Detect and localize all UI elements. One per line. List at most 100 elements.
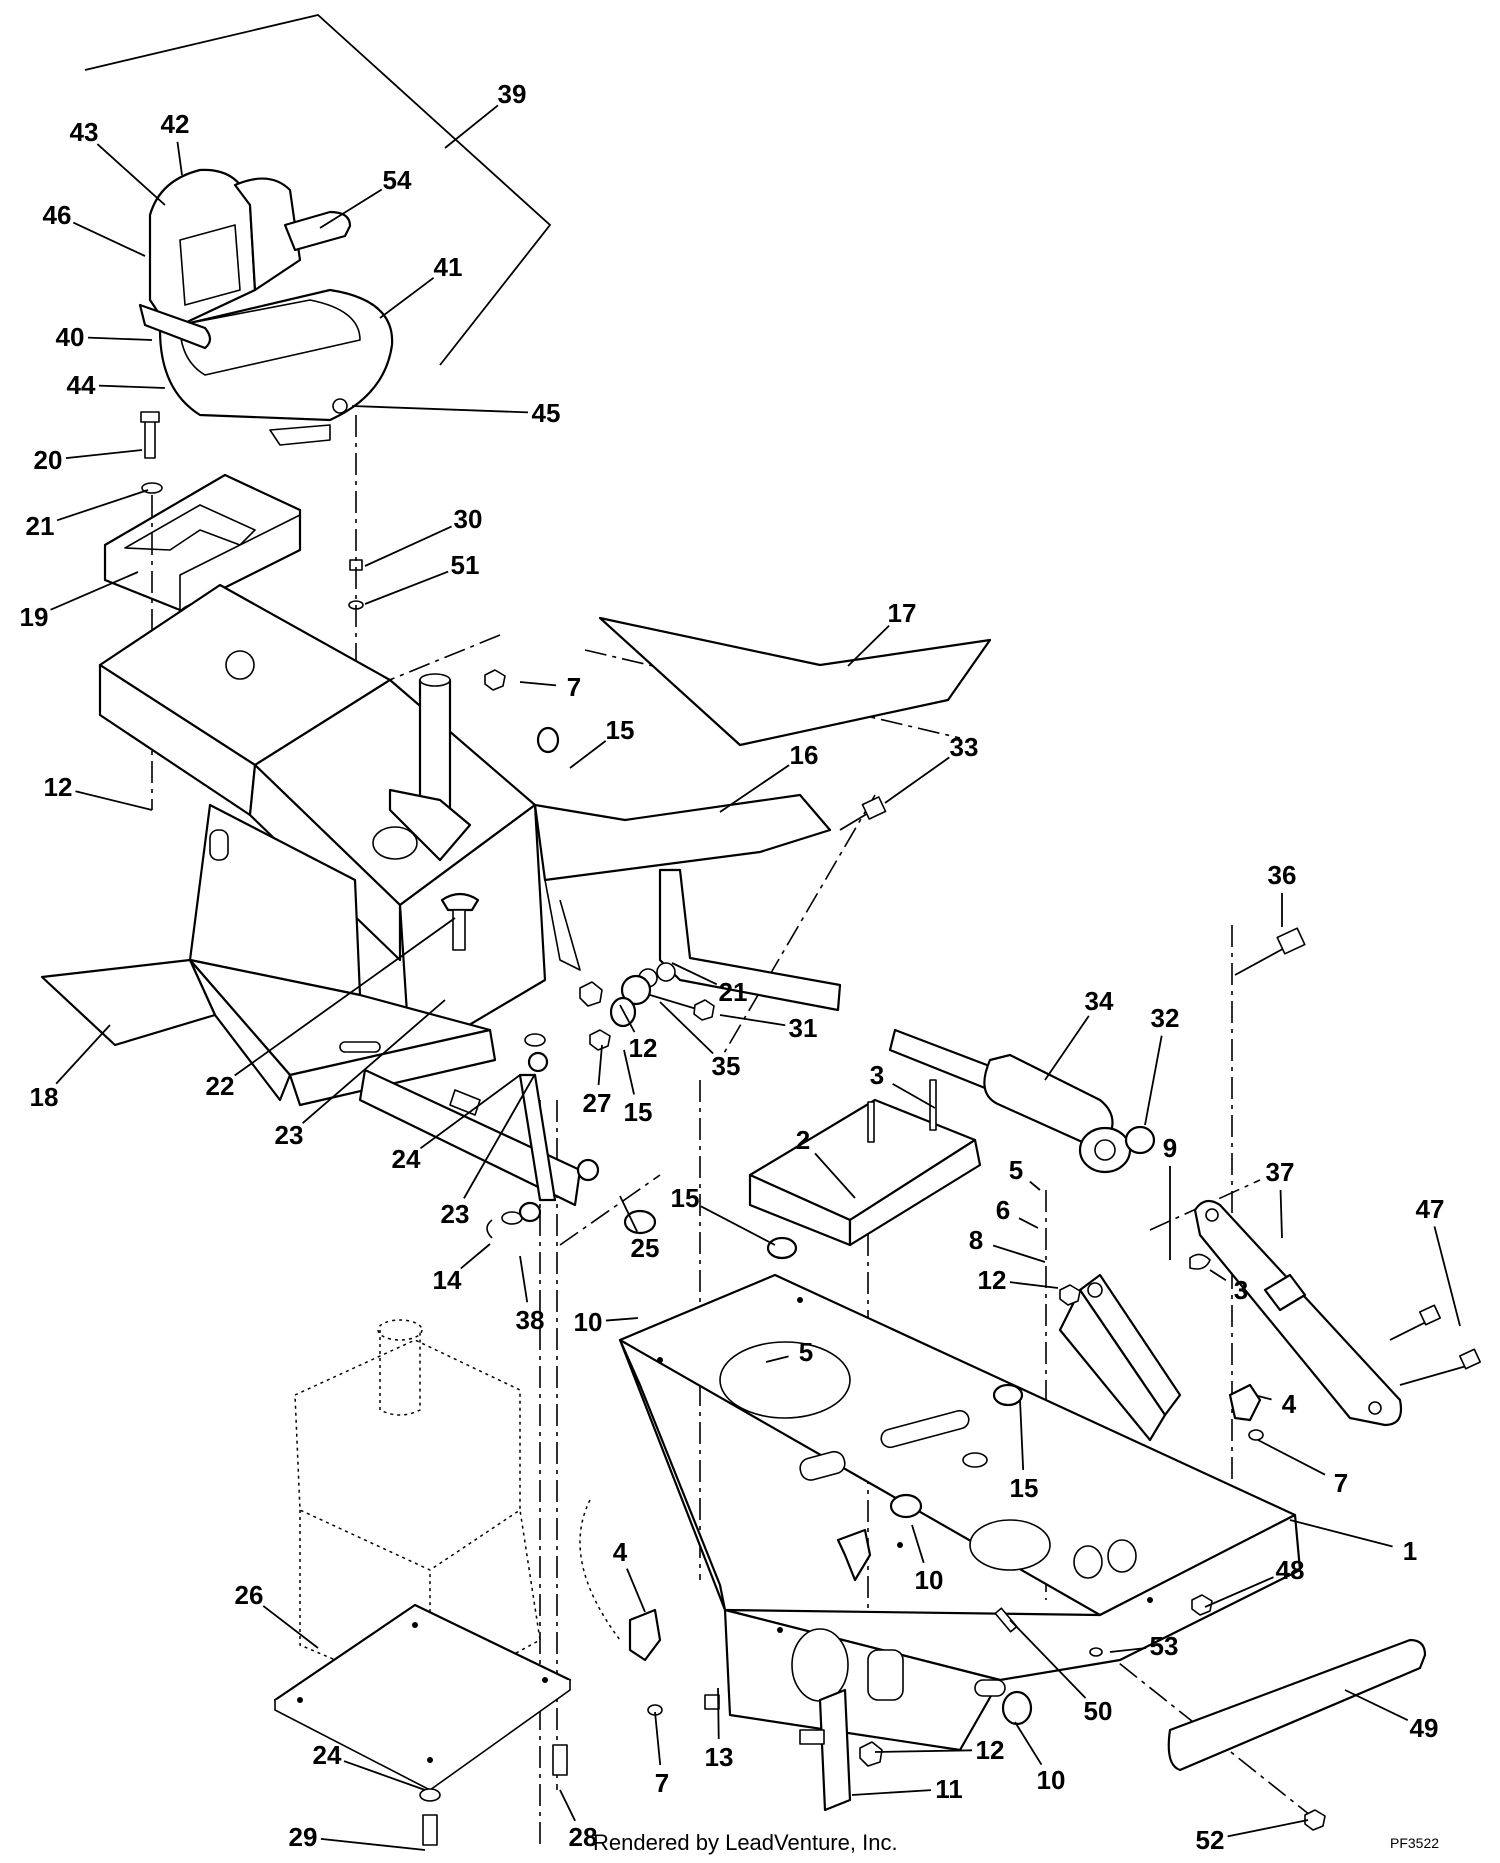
callout-c53: 53 (1109, 1631, 1179, 1661)
callout-leader (597, 1044, 603, 1086)
callout-label: 47 (1416, 1194, 1445, 1224)
callout-c10c: 10 (1014, 1721, 1065, 1795)
callout-leader (605, 1317, 639, 1322)
callout-c10b: 10 (911, 1524, 943, 1595)
callout-leader (343, 1760, 426, 1791)
callout-label: 23 (275, 1120, 304, 1150)
callout-label: 33 (950, 732, 979, 762)
cylinder-34 (888, 1028, 1156, 1174)
callout-leader (1018, 1217, 1039, 1229)
footrest-frame (188, 803, 497, 1107)
callout-label: 13 (705, 1742, 734, 1772)
bolt-36 (1234, 927, 1306, 976)
callout-leader (519, 681, 557, 687)
callout-label: 15 (1010, 1473, 1039, 1503)
callout-leader (75, 790, 153, 811)
callout-leader (719, 764, 790, 813)
callout-label: 15 (671, 1183, 700, 1213)
callout-leader (379, 277, 435, 319)
callout-label: 22 (206, 1071, 235, 1101)
callout-label: 53 (1150, 1631, 1179, 1661)
callout-c15d: 15 (1010, 1399, 1039, 1503)
callout-c2: 2 (796, 1125, 856, 1199)
callout-leader (911, 1524, 925, 1564)
callout-leader (851, 1789, 932, 1796)
bracket-11 (799, 1688, 883, 1812)
callout-c52: 52 (1196, 1819, 1309, 1855)
callout-leader (176, 141, 183, 176)
upper-frame (98, 583, 547, 1062)
callout-leader (234, 917, 456, 1077)
callout-c26: 26 (235, 1580, 319, 1649)
lower-bracket (358, 1068, 600, 1239)
callout-leader (874, 1749, 973, 1753)
callout-label: 27 (583, 1088, 612, 1118)
callout-leader (1009, 1281, 1059, 1289)
callout-label: 38 (516, 1305, 545, 1335)
callout-c48: 48 (1204, 1555, 1304, 1608)
callout-label: 7 (567, 672, 581, 702)
callout-leader (623, 1049, 635, 1095)
callout-leader (1227, 1819, 1309, 1838)
hardware-cluster (484, 669, 715, 1073)
callout-label: 39 (498, 79, 527, 109)
callout-label: 49 (1410, 1713, 1439, 1743)
callout-label: 42 (161, 109, 190, 139)
callout-label: 32 (1151, 1003, 1180, 1033)
bolt-33 (839, 796, 887, 831)
callout-leader (659, 1001, 714, 1055)
callout-c15a: 15 (569, 715, 634, 769)
callout-label: 5 (799, 1337, 813, 1367)
seat-plate-19 (103, 473, 302, 612)
callout-c21a: 21 (26, 489, 149, 541)
callout-label: 5 (1009, 1155, 1023, 1185)
callout-leader (619, 1004, 636, 1033)
callout-c35: 35 (659, 1001, 740, 1081)
callout-label: 12 (976, 1735, 1005, 1765)
callout-label: 7 (655, 1768, 669, 1798)
callout-c12d: 12 (874, 1735, 1005, 1765)
callout-leader (519, 1255, 529, 1303)
main-chassis-1 (618, 1273, 1302, 1752)
callout-label: 36 (1268, 860, 1297, 890)
callout-label: 21 (719, 977, 748, 1007)
bolt-20 (140, 411, 163, 494)
callout-leader (262, 1605, 319, 1649)
callout-label: 37 (1266, 1157, 1295, 1187)
callout-label: 12 (978, 1265, 1007, 1295)
callout-label: 26 (235, 1580, 264, 1610)
callout-c15c: 15 (671, 1183, 776, 1246)
chassis-hardware (623, 1209, 1264, 1726)
callout-leader (364, 570, 449, 605)
bracket-2 (748, 1079, 982, 1247)
callout-label: 52 (1196, 1825, 1225, 1855)
callout-c20: 20 (34, 445, 143, 475)
callout-leader (847, 624, 890, 667)
callout-leader (364, 525, 452, 567)
callout-label: 7 (1334, 1468, 1348, 1498)
callout-c50: 50 (1009, 1619, 1112, 1726)
callout-c15b: 15 (623, 1049, 652, 1127)
seat-assembly-bracket (84, 14, 552, 366)
callout-leader (1209, 1269, 1227, 1281)
callout-leader (1029, 1180, 1041, 1191)
callout-leader (302, 999, 446, 1124)
callout-c7a: 7 (519, 672, 581, 702)
callout-leader (56, 489, 149, 522)
callout-leader (569, 740, 607, 769)
callout-label: 1 (1403, 1536, 1417, 1566)
callout-c5b: 5 (765, 1337, 813, 1367)
callout-leader (1009, 1619, 1087, 1699)
base-hardware (419, 1744, 568, 1846)
callout-c44: 44 (67, 370, 166, 400)
callout-c34: 34 (1044, 986, 1114, 1081)
callout-leader (319, 188, 383, 229)
callout-c23b: 23 (441, 1073, 536, 1229)
callout-leader (320, 1838, 426, 1851)
callout-label: 11 (935, 1774, 963, 1804)
callout-c49: 49 (1344, 1689, 1439, 1743)
callout-label: 40 (56, 322, 85, 352)
callout-c8: 8 (969, 1225, 1046, 1263)
callout-c54: 54 (319, 165, 412, 229)
callout-leader (1433, 1226, 1461, 1327)
